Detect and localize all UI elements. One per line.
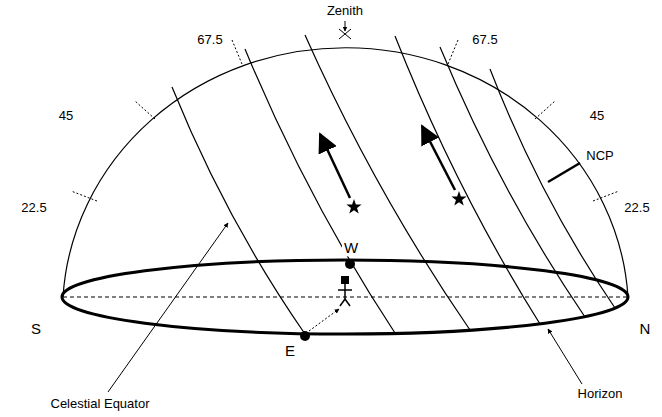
observer-body [344,284,346,299]
zenith-pointer [345,21,346,31]
altitude-label: 22.5 [622,201,651,216]
direction-label: S [29,320,43,337]
observer-arms [338,289,352,291]
altitude-label: 45 [588,109,606,124]
diurnal-arc [245,49,395,333]
tick [71,191,97,201]
direction-label: W [342,239,360,256]
equator-leader [108,223,228,392]
altitude-ticks [71,40,619,201]
zenith-mark [339,29,351,39]
diurnal-arc [440,47,585,317]
celestial-equator-arc [172,87,305,334]
direction-label: E [283,342,297,359]
horizon-leader [548,329,582,384]
tick [448,40,458,64]
star [346,199,361,213]
observer-head [341,276,349,284]
diurnal-arc [490,69,615,308]
zenith-label: Zenith [325,4,365,19]
motion-arrow [422,126,455,190]
diurnal-arc [305,35,470,330]
altitude-label: 67.5 [470,33,499,48]
altitude-label: 45 [57,109,75,124]
tick [135,101,155,119]
altitude-label: 67.5 [195,33,224,48]
observer-direction [309,309,339,331]
observer-figure [338,276,352,306]
ncp-pointer [548,163,580,182]
observer-leg [340,299,345,306]
motion-arrow [320,134,350,198]
tick [535,101,555,119]
star [451,191,466,205]
callout-label: Celestial Equator [49,397,152,412]
west-point [345,259,355,269]
direction-label: N [638,320,653,337]
altitude-label: 22.5 [19,201,48,216]
observer-leg [345,299,350,306]
east-point [300,331,310,341]
callout-label: Horizon [576,387,625,402]
pole-label: NCP [584,149,615,164]
tick [232,40,242,64]
horizon-ellipse [62,260,628,334]
diurnal-arc [395,36,540,324]
tick [593,191,619,201]
